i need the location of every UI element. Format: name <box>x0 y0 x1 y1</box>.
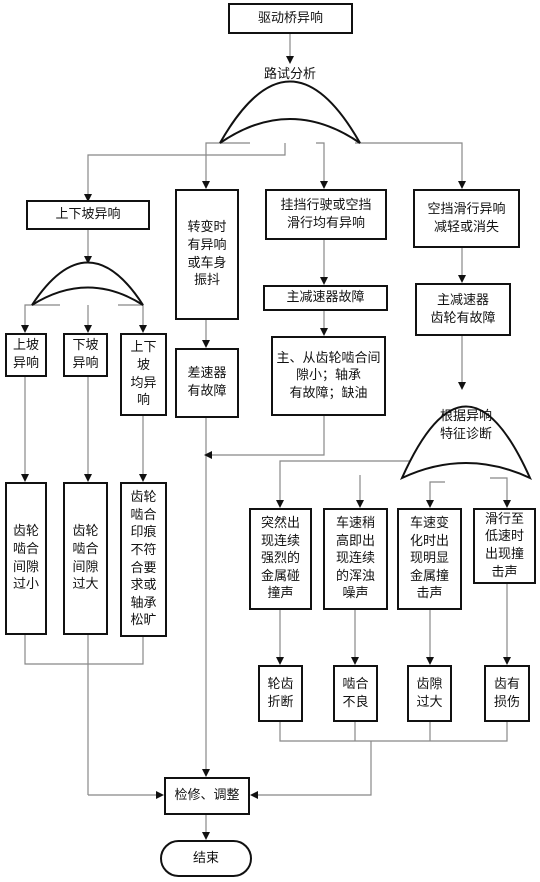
reducer-fault-text: 主减速器故障 <box>286 290 365 306</box>
reducer-detail-box: 主、从齿轮啮合间 隙小；轴承 有故障；缺油 <box>271 336 386 416</box>
result-4-box: 齿有 损伤 <box>484 665 530 722</box>
gap-large-text: 齿轮 啮合 间隙 过大 <box>72 524 99 593</box>
gear-noise-text: 挂挡行驶或空挡 滑行均有异响 <box>280 197 372 231</box>
both-slope-text: 上下坡 均异响 <box>130 340 157 409</box>
end-text: 结束 <box>192 850 219 866</box>
mesh-mark-box: 齿轮 啮合 印痕 不符 合要 求或 轴承 松旷 <box>120 482 167 637</box>
uphill-box: 上坡 异响 <box>5 333 47 377</box>
symptom-3-text: 车速变 化时出 现明显 金属撞 击声 <box>409 516 449 602</box>
title-text: 驱动桥异响 <box>257 10 323 26</box>
coast-noise-box: 空挡滑行异响 减轻或消失 <box>413 189 520 248</box>
road-test-decision-shape <box>219 80 361 144</box>
diagnose-label: 根据异响 特征诊断 <box>439 409 492 442</box>
turn-noise-box: 转变时 有异响 或车身 振抖 <box>175 189 239 320</box>
result-2-box: 啮合 不良 <box>333 665 378 722</box>
symptom-3-box: 车速变 化时出 现明显 金属撞 击声 <box>397 508 462 610</box>
slope-noise-box: 上下坡异响 <box>26 200 150 230</box>
result-2-text: 啮合 不良 <box>342 676 369 710</box>
result-3-box: 齿隙 过大 <box>407 665 452 722</box>
result-4-text: 齿有 损伤 <box>493 676 520 710</box>
downhill-box: 下坡 异响 <box>63 333 108 377</box>
uphill-text: 上坡 异响 <box>12 338 39 371</box>
symptom-1-box: 突然出 现连续 强烈的 金属碰 撞声 <box>249 508 312 610</box>
title-box: 驱动桥异响 <box>228 3 353 34</box>
turn-noise-text: 转变时 有异响 或车身 振抖 <box>187 220 227 289</box>
gap-large-box: 齿轮 啮合 间隙 过大 <box>63 482 108 635</box>
symptom-4-box: 滑行至 低速时 出现撞 击声 <box>473 508 536 584</box>
reducer-detail-text: 主、从齿轮啮合间 隙小；轴承 有故障；缺油 <box>276 350 381 401</box>
end-terminal: 结束 <box>160 840 252 877</box>
symptom-2-text: 车速稍 高即出 现连续 的浑浊 噪声 <box>335 516 375 602</box>
gear-noise-box: 挂挡行驶或空挡 滑行均有异响 <box>265 189 387 240</box>
symptom-2-box: 车速稍 高即出 现连续 的浑浊 噪声 <box>323 508 388 610</box>
diagnose-decision-shape <box>399 405 533 481</box>
diff-fault-text: 差速器 有故障 <box>187 366 227 399</box>
result-1-box: 轮齿 折断 <box>258 665 303 722</box>
result-1-text: 轮齿 折断 <box>267 676 294 710</box>
coast-noise-text: 空挡滑行异响 减轻或消失 <box>427 201 506 235</box>
repair-box: 检修、调整 <box>164 777 250 815</box>
downhill-text: 下坡 异响 <box>72 338 99 371</box>
diff-fault-box: 差速器 有故障 <box>175 348 239 418</box>
reducer-gear-fault-text: 主减速器 齿轮有故障 <box>430 292 496 326</box>
slope-noise-text: 上下坡异响 <box>55 207 121 223</box>
symptom-4-text: 滑行至 低速时 出现撞 击声 <box>484 511 524 580</box>
gap-small-box: 齿轮 啮合 间隙 过小 <box>5 482 47 635</box>
result-3-text: 齿隙 过大 <box>416 676 443 710</box>
mesh-mark-text: 齿轮 啮合 印痕 不符 合要 求或 轴承 松旷 <box>130 490 157 629</box>
repair-text: 检修、调整 <box>174 788 240 804</box>
slope-decision-shape <box>31 261 144 306</box>
road-test-label: 路试分析 <box>263 67 316 82</box>
reducer-gear-fault-box: 主减速器 齿轮有故障 <box>415 283 511 336</box>
symptom-1-text: 突然出 现连续 强烈的 金属碰 撞声 <box>260 516 300 602</box>
gap-small-text: 齿轮 啮合 间隙 过小 <box>12 524 39 593</box>
both-slope-box: 上下坡 均异响 <box>120 333 167 416</box>
reducer-fault-box: 主减速器故障 <box>263 285 388 311</box>
